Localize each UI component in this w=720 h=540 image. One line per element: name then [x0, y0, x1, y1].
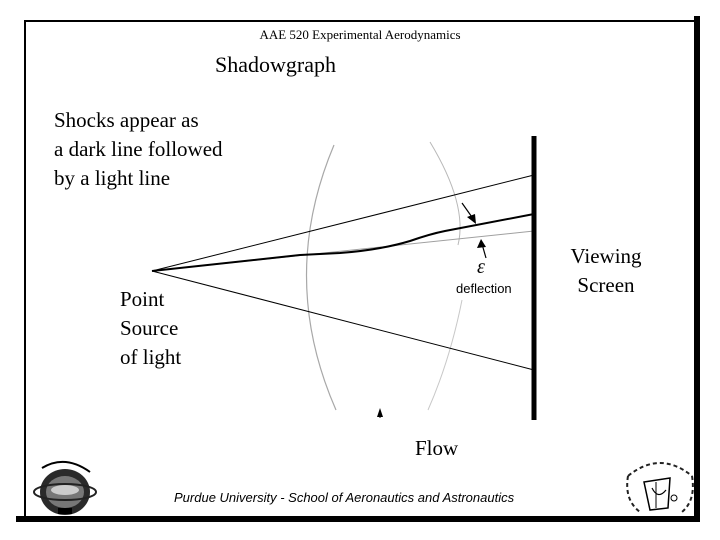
upper-deflection-arrow [461, 202, 476, 224]
lower-ray [151, 270, 535, 371]
deflection-label: deflection [456, 281, 512, 296]
screen-label-line: Viewing [570, 244, 642, 268]
footer-text: Purdue University - School of Aeronautic… [174, 490, 515, 505]
viewing-screen-label: Viewing Screen [562, 242, 650, 300]
slide-border [24, 20, 696, 518]
screen-label-line: Screen [577, 273, 635, 297]
epsilon-symbol: ε [477, 256, 485, 278]
slide-shadow-frame [16, 16, 700, 522]
lower-deflection-arrow [477, 239, 487, 259]
deflected-ray [151, 213, 535, 272]
test-section-boundary-right-lower [427, 299, 463, 411]
flow-arrow [377, 408, 383, 418]
point-source-label: Point Source of light [120, 285, 181, 372]
purdue-university-emblem [626, 462, 694, 513]
test-section-boundary-right [429, 141, 461, 246]
slide-title: Shadowgraph [215, 52, 336, 77]
description-line: a dark line followed [54, 137, 223, 161]
source-label-line: Source [120, 316, 179, 340]
upper-ray [151, 174, 535, 272]
description-line: by a light line [54, 166, 171, 190]
course-header: AAE 520 Experimental Aerodynamics [259, 27, 461, 42]
purdue-university-seal [33, 461, 97, 515]
flow-label: Flow [415, 436, 459, 460]
source-label-line: of light [120, 345, 182, 369]
description-line: Shocks appear as [54, 108, 199, 132]
description-text: Shocks appear as a dark line followed by… [54, 106, 274, 193]
source-label-line: Point [120, 287, 165, 311]
test-section-boundary [305, 144, 337, 411]
